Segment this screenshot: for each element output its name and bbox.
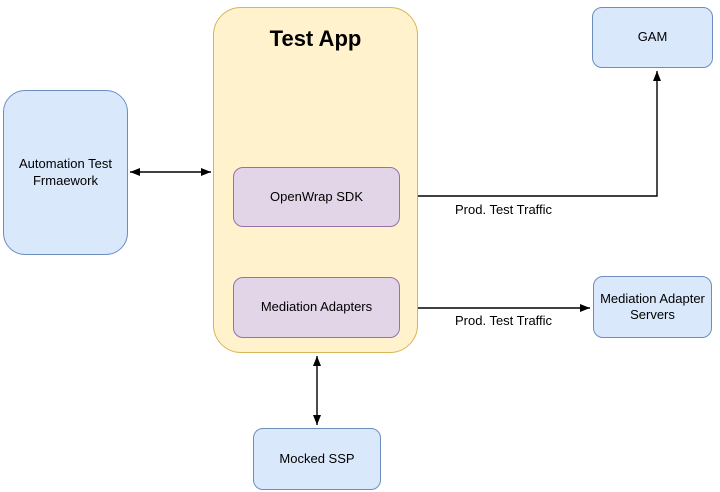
test-app-title: Test App (269, 26, 362, 51)
node-mocked-ssp-label: Mocked SSP (279, 450, 355, 466)
node-mediation-adapter-servers: Mediation Adapter Servers (593, 276, 712, 338)
node-openwrap-sdk-label: OpenWrap SDK (270, 188, 363, 204)
node-openwrap-sdk: OpenWrap SDK (233, 167, 400, 227)
node-mediation-adapters-label: Mediation Adapters (260, 299, 373, 315)
edge-label-prod-test-traffic-gam: Prod. Test Traffic (455, 202, 553, 217)
edge-openwrap-gam (403, 71, 661, 200)
node-gam: GAM (592, 7, 713, 68)
node-mocked-ssp: Mocked SSP (253, 428, 381, 490)
node-automation-test-framework: Automation Test Frmaework (3, 90, 128, 255)
node-mediation-adapter-servers-label: Mediation Adapter Servers (600, 290, 705, 322)
node-automation-test-framework-label: Automation Test Frmaework (19, 156, 112, 188)
node-mediation-adapters: Mediation Adapters (233, 277, 400, 338)
node-gam-label: GAM (637, 29, 668, 45)
edge-label-prod-test-traffic-servers: Prod. Test Traffic (455, 313, 553, 328)
